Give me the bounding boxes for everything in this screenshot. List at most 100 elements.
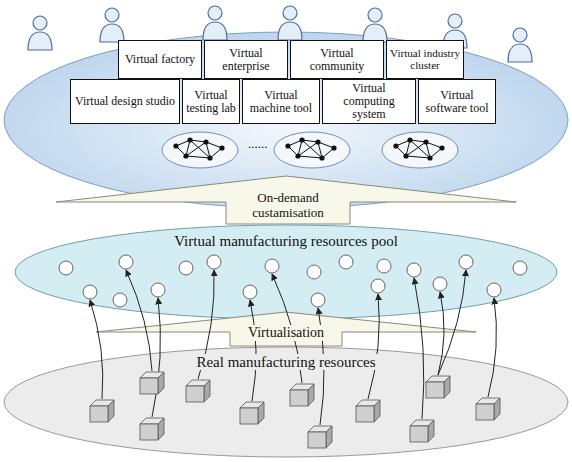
- virtualisation-arrow: [152, 298, 160, 417]
- cube-front: [426, 382, 444, 398]
- virtual-resource-circle: [59, 261, 73, 275]
- user-head: [208, 6, 222, 20]
- cube-front: [476, 404, 494, 420]
- virtual-service-box: Virtual enterprise: [204, 40, 288, 79]
- virtual-service-box: Virtual computing system: [322, 79, 416, 124]
- virtual-resource-circle: [179, 261, 193, 275]
- cube-front: [308, 432, 326, 448]
- virtual-resource-circle: [487, 283, 501, 297]
- node-text: Virtual community: [294, 47, 380, 73]
- network-link: [406, 156, 430, 158]
- node-text: Virtual machine tool: [246, 89, 316, 115]
- virtual-resource-circle: [113, 293, 127, 307]
- user-head: [368, 8, 382, 22]
- cube-side: [308, 384, 314, 406]
- virtual-service-box: Virtual factory: [118, 40, 202, 79]
- user-body: [203, 22, 227, 40]
- text-area: Virtual software tool: [419, 80, 495, 123]
- virtual-resource-circle: [119, 255, 133, 269]
- process-arrow: Virtualisation: [96, 312, 476, 346]
- resource-cube: [356, 400, 380, 422]
- user-head: [105, 8, 119, 22]
- virtual-resource-circle: [311, 293, 325, 307]
- network-dot: [299, 137, 304, 142]
- network-dot: [173, 143, 178, 148]
- resource-cube: [90, 400, 114, 422]
- network-link: [298, 142, 318, 156]
- virtual-service-box: Virtual design studio: [70, 79, 180, 124]
- ellipse-shape: [15, 225, 557, 319]
- cube-side: [108, 400, 114, 422]
- virtual-resource-circle: [307, 265, 321, 279]
- network-ellipse: [162, 132, 238, 168]
- network-dot: [315, 139, 320, 144]
- cube-front: [90, 406, 108, 422]
- network-dot: [203, 139, 208, 144]
- network-link: [410, 140, 430, 158]
- cube-front: [240, 408, 258, 424]
- text-area: Virtual community: [291, 41, 383, 78]
- virtualisation-arrow: [272, 274, 302, 383]
- cube-side: [204, 380, 210, 402]
- virtual-service-box: Virtual testing lab: [182, 79, 240, 124]
- cube-front: [140, 378, 158, 394]
- virtual-resource-circle: [459, 255, 473, 269]
- resource-cube: [308, 426, 332, 448]
- cube-front: [290, 390, 308, 406]
- network-link: [186, 156, 210, 158]
- cube-side: [374, 400, 380, 422]
- text-area: Real manufacturing resources: [133, 351, 439, 373]
- cube-front: [186, 386, 204, 402]
- virtual-resource-circle: [433, 277, 447, 291]
- process-arrow: On-demand custamisation: [56, 176, 516, 226]
- network-link: [298, 156, 322, 158]
- virtual-resource-circle: [207, 255, 221, 269]
- resource-cube: [140, 372, 164, 394]
- user-head: [33, 16, 47, 30]
- network-dot: [295, 153, 300, 158]
- user-body: [278, 22, 302, 40]
- virtual-resource-circle: [377, 259, 391, 273]
- node-text: Virtual software tool: [422, 89, 492, 115]
- network-link: [406, 142, 426, 156]
- network-dot: [219, 145, 224, 150]
- text-area: Virtual manufacturing resources pool: [114, 230, 458, 252]
- node-text: Virtual computing system: [326, 82, 412, 121]
- cube-front: [410, 426, 428, 442]
- node-text: Virtual industry cluster: [390, 48, 460, 72]
- virtualisation-links: [90, 270, 496, 425]
- cube-side: [326, 426, 332, 448]
- user-body: [28, 32, 52, 50]
- text-area: Virtual machine tool: [243, 80, 319, 123]
- arrow-shape: [56, 176, 516, 224]
- network-dot: [331, 145, 336, 150]
- virtual-resource-circle: [371, 279, 385, 293]
- node-text: Virtual testing lab: [186, 89, 236, 115]
- virtualisation-arrow: [126, 270, 152, 371]
- resource-cube: [426, 376, 450, 398]
- virtualisation-arrow: [198, 270, 214, 379]
- virtual-service-box: Virtual software tool: [418, 79, 496, 124]
- network-dot: [187, 137, 192, 142]
- cube-side: [258, 402, 264, 424]
- virtual-resource-circle: [407, 263, 421, 277]
- text-area: Virtual design studio: [71, 80, 179, 123]
- node-text: Virtual manufacturing resources pool: [171, 233, 401, 249]
- network-dot: [423, 139, 428, 144]
- virtual-resource-circle: [513, 261, 527, 275]
- text-area: Virtual industry cluster: [387, 41, 463, 78]
- text-area: Virtual enterprise: [205, 41, 287, 78]
- network-link: [190, 140, 210, 158]
- network-dot: [403, 153, 408, 158]
- node-text: On-demand custamisation: [228, 191, 348, 219]
- virtual-service-box: Virtual industry cluster: [386, 40, 464, 79]
- network-dot: [393, 143, 398, 148]
- resource-cube: [240, 402, 264, 424]
- text-area: Virtualisation: [232, 321, 340, 345]
- virtualisation-arrow: [90, 300, 103, 399]
- resource-cube: [140, 418, 164, 440]
- resource-layer-ellipse: Virtual manufacturing resources pool: [14, 224, 558, 320]
- cube-front: [140, 424, 158, 440]
